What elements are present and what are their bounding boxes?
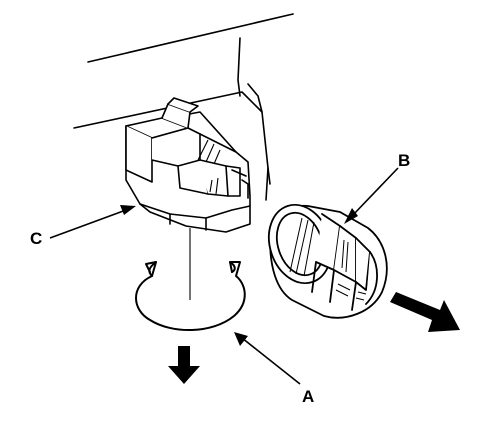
connector-shading — [197, 139, 221, 195]
diagonal-arrow — [390, 292, 460, 332]
callout-label-c: C — [30, 229, 42, 248]
connector-c — [125, 97, 251, 233]
leader-arrowheads — [120, 205, 358, 346]
callout-label-a: A — [302, 387, 314, 406]
down-arrow — [168, 346, 200, 384]
leader-lines — [49, 167, 399, 385]
cap-shading — [289, 217, 367, 301]
cap-b — [268, 203, 388, 319]
retaining-clip-a — [135, 261, 246, 331]
callout-label-b: B — [398, 151, 410, 170]
